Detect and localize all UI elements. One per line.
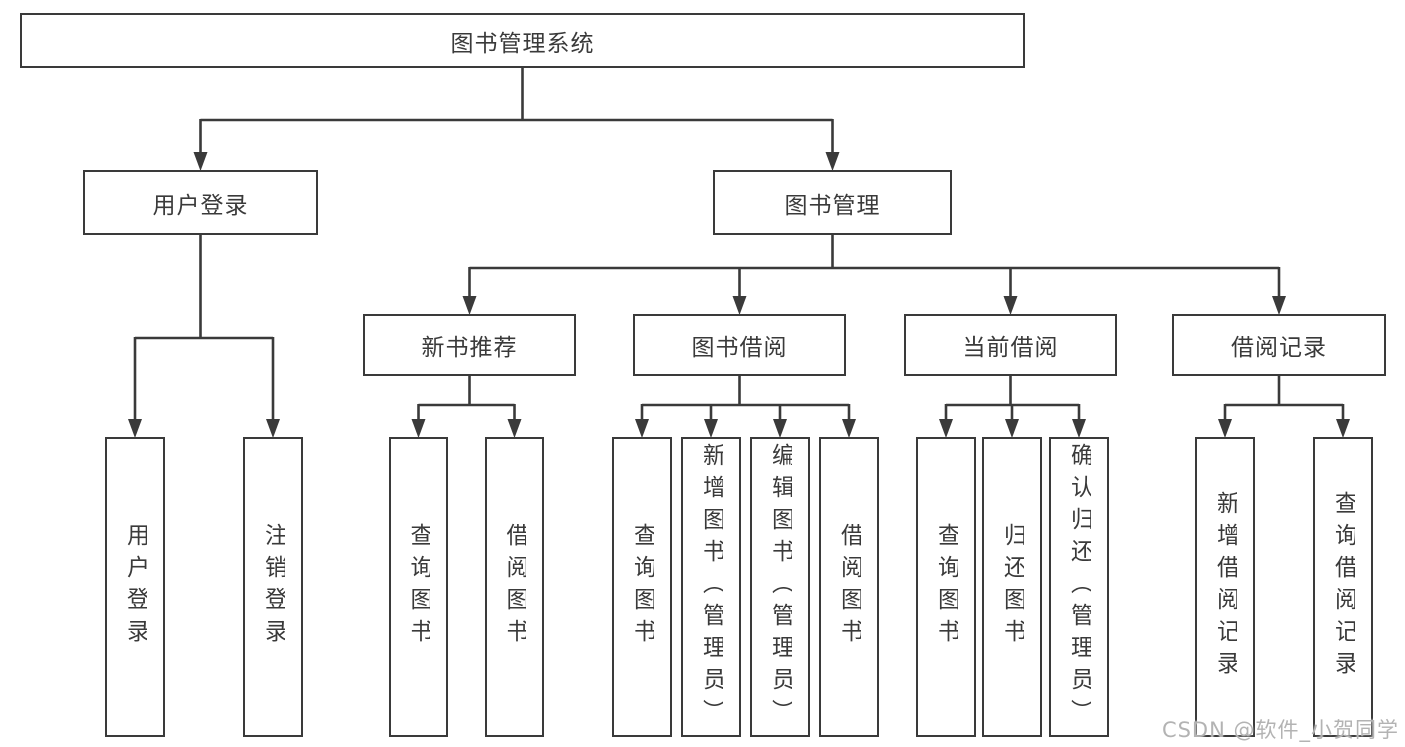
node-leaf-return-book: 归还图书 [982, 437, 1042, 737]
node-label: 借阅图书 [837, 523, 861, 651]
node-leaf-confirm-return: 确认归还（管理员） [1049, 437, 1109, 737]
node-label: 借阅图书 [503, 523, 526, 651]
node-borrow-record: 借阅记录 [1172, 314, 1386, 376]
node-book-mgmt: 图书管理 [713, 170, 952, 235]
node-label: 确认归还（管理员） [1067, 443, 1091, 731]
node-label: 用户登录 [123, 523, 147, 651]
node-leaf-user-login: 用户登录 [105, 437, 165, 737]
node-label: 当前借阅 [962, 335, 1059, 361]
node-leaf-logout: 注销登录 [243, 437, 303, 737]
node-root: 图书管理系统 [20, 13, 1025, 68]
node-leaf-borrow-book-1: 借阅图书 [485, 437, 544, 737]
node-leaf-add-book: 新增图书（管理员） [681, 437, 741, 737]
node-label: 新增图书（管理员） [699, 443, 723, 731]
node-label: 归还图书 [1000, 523, 1024, 651]
node-leaf-borrow-book-2: 借阅图书 [819, 437, 879, 737]
node-label: 查询借阅记录 [1331, 491, 1355, 683]
node-label: 图书管理系统 [450, 30, 595, 57]
node-label: 图书借阅 [691, 335, 788, 361]
node-leaf-query-book-1: 查询图书 [389, 437, 448, 737]
node-label: 新增借阅记录 [1213, 491, 1237, 683]
node-leaf-add-record: 新增借阅记录 [1195, 437, 1255, 737]
node-label: 新书推荐 [421, 335, 518, 361]
node-leaf-query-book-3: 查询图书 [916, 437, 976, 737]
node-label: 编辑图书（管理员） [768, 443, 792, 731]
node-leaf-query-record: 查询借阅记录 [1313, 437, 1373, 737]
node-current-borrow: 当前借阅 [904, 314, 1117, 376]
node-label: 查询图书 [630, 523, 654, 651]
node-label: 借阅记录 [1231, 335, 1327, 361]
node-label: 注销登录 [261, 523, 285, 651]
watermark: CSDN @软件_小贺同学 [1161, 718, 1399, 742]
node-leaf-edit-book: 编辑图书（管理员） [750, 437, 810, 737]
node-label: 查询图书 [934, 523, 958, 651]
node-new-book-rec: 新书推荐 [363, 314, 576, 376]
node-label: 用户登录 [152, 192, 249, 219]
node-leaf-query-book-2: 查询图书 [612, 437, 672, 737]
node-label: 查询图书 [407, 523, 430, 651]
node-user-login: 用户登录 [83, 170, 318, 235]
node-book-borrow: 图书借阅 [633, 314, 846, 376]
node-label: 图书管理 [784, 192, 881, 219]
